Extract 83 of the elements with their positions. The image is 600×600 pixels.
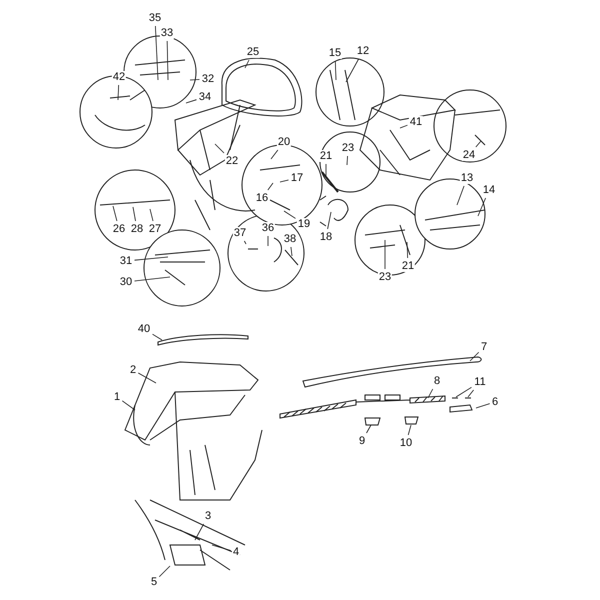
callout-number: 27 <box>148 223 162 235</box>
callout-number: 36 <box>260 222 276 234</box>
leader-line <box>132 206 136 222</box>
leader-line <box>267 182 274 190</box>
leader-line <box>334 60 336 80</box>
leader-line <box>150 208 154 222</box>
callout-number: 37 <box>232 227 248 239</box>
leader-line <box>152 334 162 340</box>
leader-line <box>327 212 332 230</box>
leader-line <box>154 26 158 80</box>
callout-number: 23 <box>340 142 356 154</box>
callout-number: 11 <box>473 376 487 388</box>
callout-number: 28 <box>130 223 144 235</box>
leader-line <box>134 276 170 282</box>
leader-line <box>400 124 408 128</box>
callout-number: 4 <box>232 546 240 558</box>
leader-line <box>118 84 120 100</box>
leader-line <box>346 58 360 82</box>
leader-line <box>384 240 386 270</box>
leader-line <box>134 256 168 261</box>
leader-line <box>470 352 480 362</box>
callout-number: 38 <box>282 233 298 245</box>
callout-number: 25 <box>246 46 260 58</box>
callout-number: 20 <box>276 136 292 148</box>
callout-number: 19 <box>296 218 312 230</box>
leader-line <box>138 372 156 384</box>
leader-line <box>284 210 296 219</box>
callout-number: 5 <box>150 576 158 588</box>
callout-number: 7 <box>480 341 488 353</box>
callout-number: 21 <box>400 260 416 272</box>
leader-line <box>280 180 289 182</box>
leader-line <box>468 390 474 398</box>
callout-number: 8 <box>432 375 442 387</box>
callout-number: 22 <box>224 155 240 167</box>
leader-line <box>214 144 224 154</box>
callout-number: 24 <box>462 149 476 161</box>
leader-line <box>212 544 232 551</box>
callout-number: 6 <box>490 396 500 408</box>
callout-number: 32 <box>200 73 216 85</box>
leader-line <box>190 79 200 80</box>
leader-line <box>244 240 246 244</box>
callout-number: 34 <box>198 91 212 103</box>
leader-line <box>476 403 490 408</box>
callout-number: 30 <box>118 276 134 288</box>
leader-line <box>456 186 464 206</box>
leader-line <box>456 386 472 398</box>
leader-line <box>475 140 482 148</box>
callout-number: 26 <box>112 223 126 235</box>
callout-number: 12 <box>356 45 370 57</box>
leader-line <box>346 156 348 166</box>
leader-line <box>112 206 118 222</box>
callout-number: 18 <box>318 231 334 243</box>
leader-line <box>166 40 168 80</box>
callout-number: 23 <box>378 271 392 283</box>
leader-line <box>428 388 434 398</box>
leader-line <box>244 60 250 68</box>
callout-number: 15 <box>328 47 342 59</box>
callout-number: 42 <box>112 71 126 83</box>
leader-line <box>478 198 486 216</box>
callout-number: 31 <box>118 255 134 267</box>
leader-line <box>158 566 170 578</box>
callout-number: 9 <box>358 435 366 447</box>
callout-number: 13 <box>460 172 474 184</box>
callout-number: 41 <box>408 116 424 128</box>
callout-number: 35 <box>148 12 162 24</box>
callout-number: 17 <box>290 172 304 184</box>
leader-line <box>122 400 136 410</box>
leader-line <box>290 246 292 256</box>
callout-number: 1 <box>112 391 122 403</box>
callout-number: 40 <box>136 323 152 335</box>
callout-number: 2 <box>128 364 138 376</box>
leader-line <box>366 424 372 434</box>
callout-number: 33 <box>160 27 174 39</box>
leader-line <box>406 242 408 258</box>
leader-line <box>186 99 197 104</box>
leader-line <box>194 524 204 540</box>
leader-line <box>270 150 278 160</box>
leader-line <box>408 424 412 436</box>
callout-number: 16 <box>254 192 270 204</box>
callout-number: 10 <box>398 437 414 449</box>
callout-number: 21 <box>318 150 334 162</box>
callout-number: 14 <box>482 184 496 196</box>
callout-number: 3 <box>204 510 212 522</box>
